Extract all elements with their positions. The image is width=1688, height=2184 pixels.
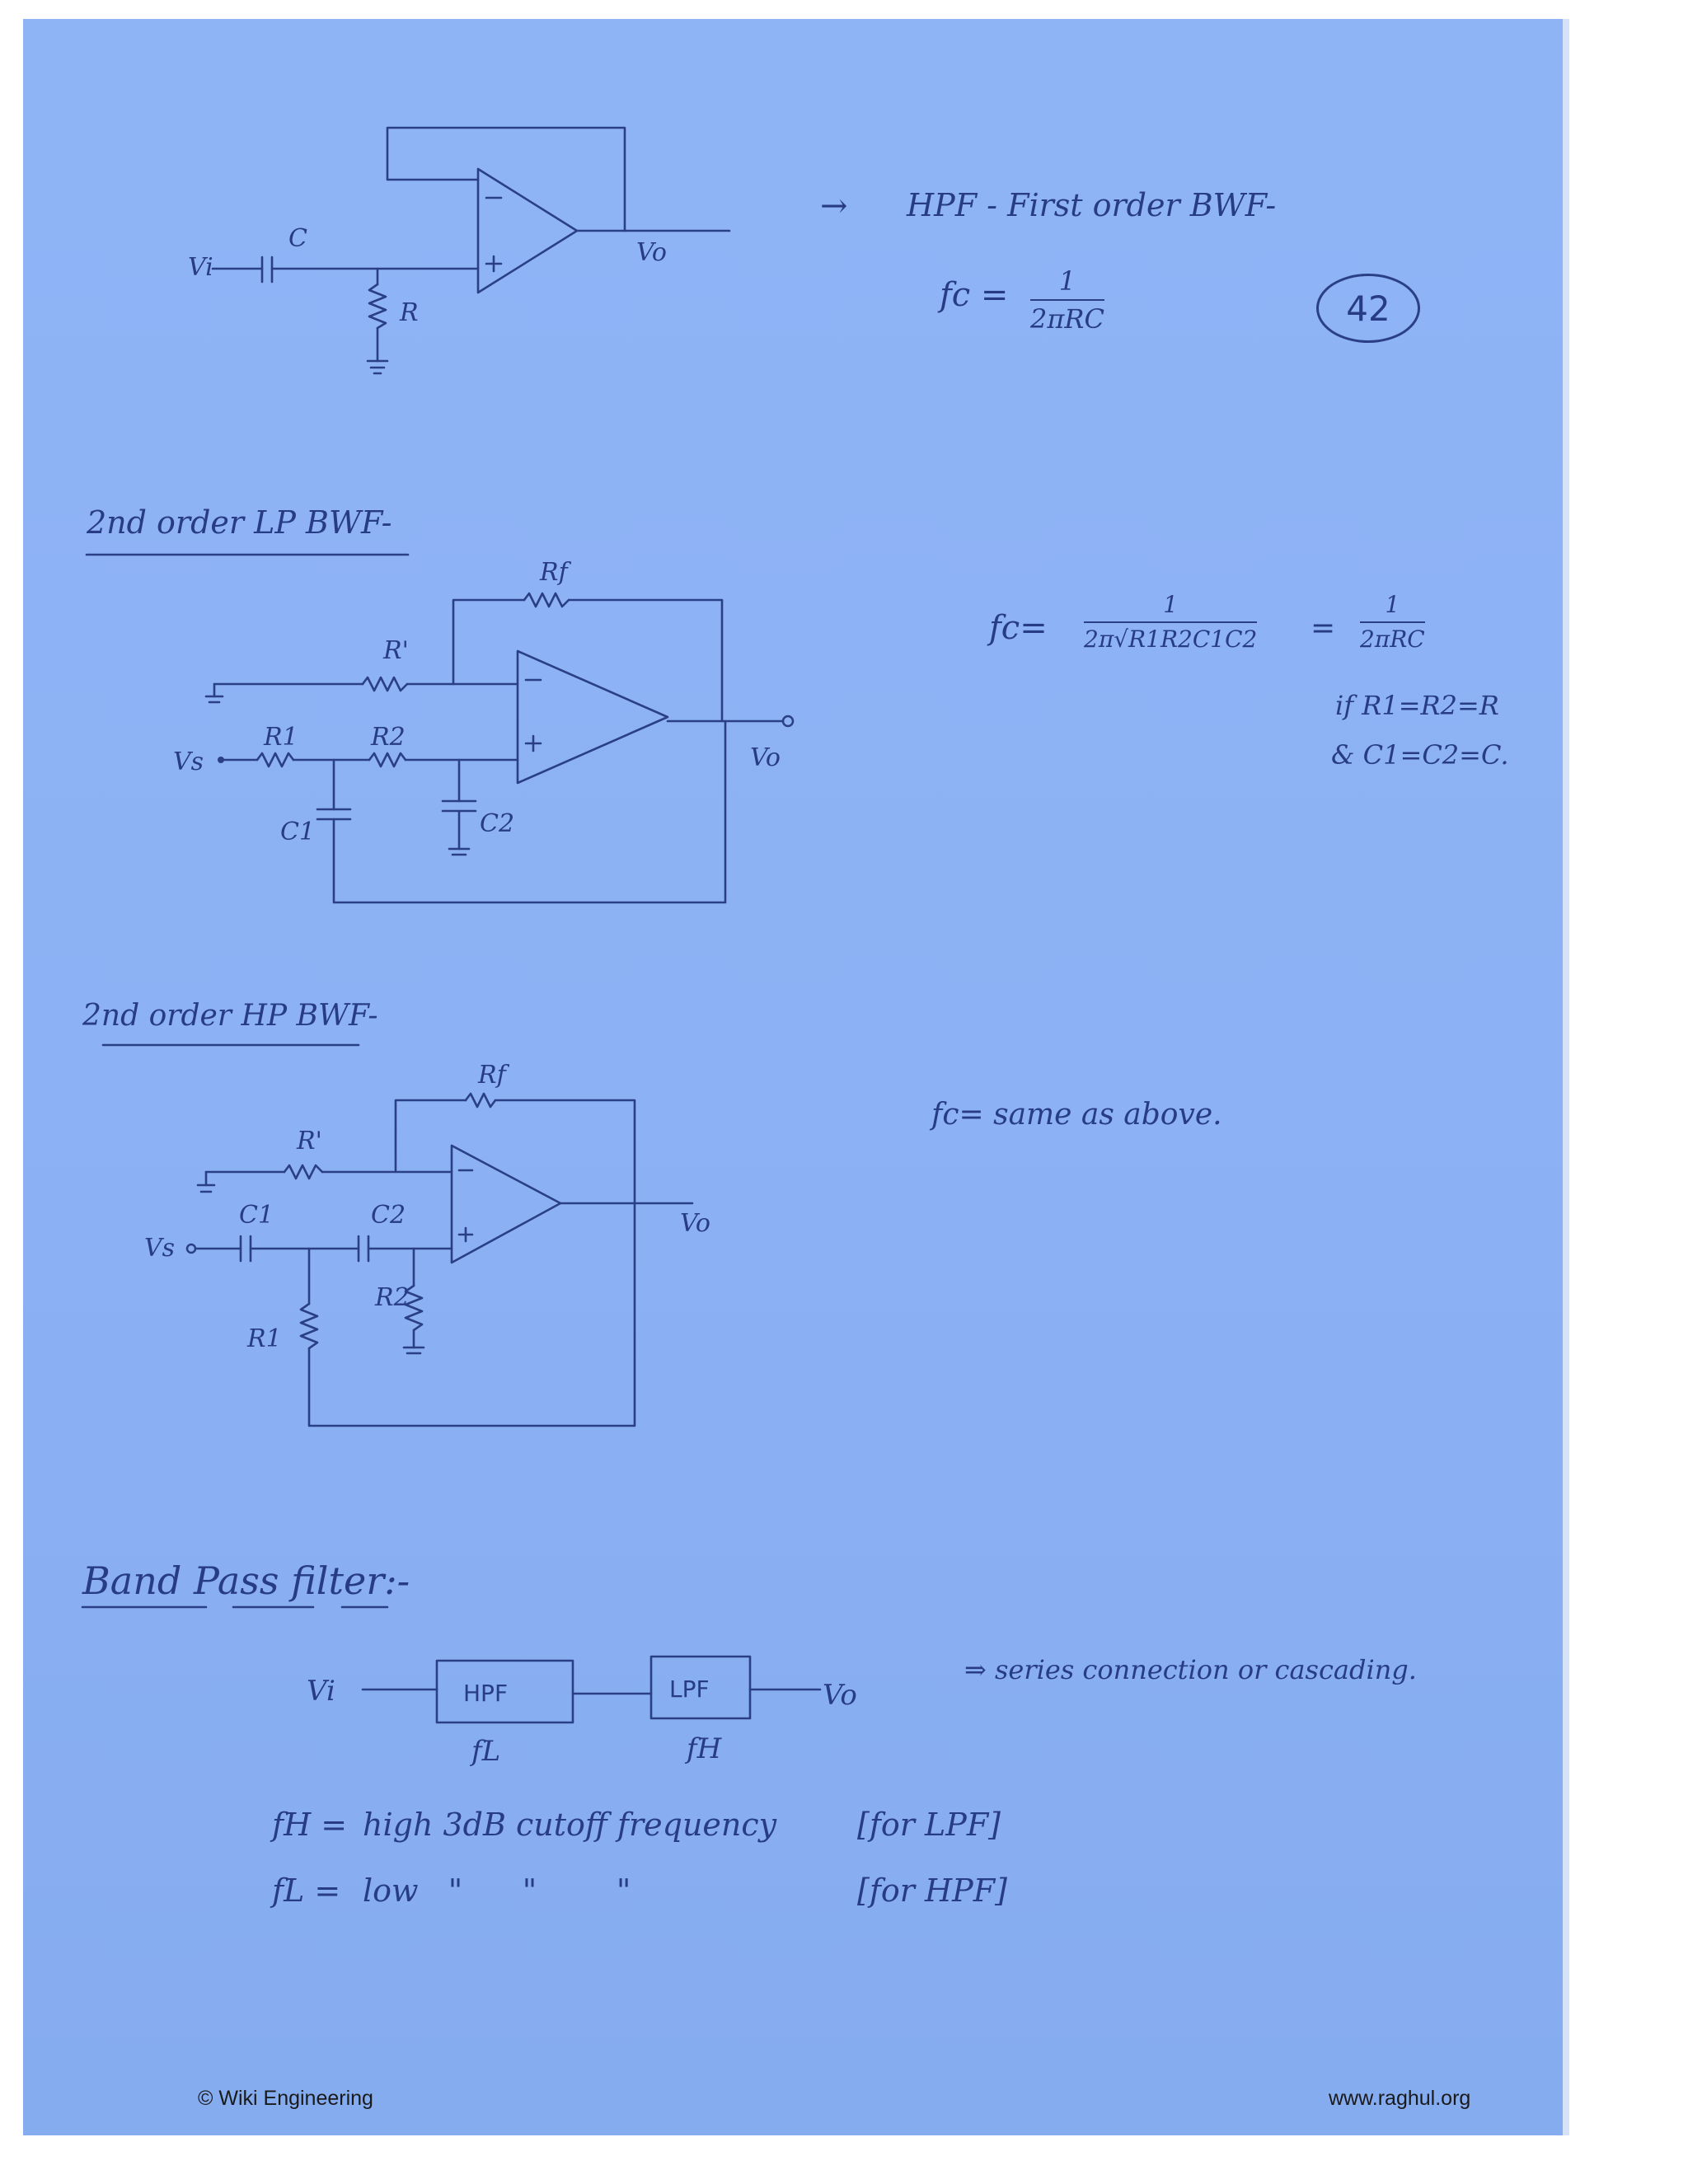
label-r2: R2 [371,723,406,752]
lp-formula-lhs: fc= [989,609,1048,647]
lp-bwf-second-order-circuit [204,592,795,904]
notebook-page [23,19,1563,2135]
page-number: 42 [1316,274,1420,343]
resistor-rf [464,1092,497,1108]
label-vs: Vs [173,748,204,776]
fraction-denominator: 2π√R1R2C1C2 [1084,626,1258,653]
fh-definition-bracket: [for LPF] [857,1807,1001,1843]
label-c1: C1 [280,818,316,846]
heading-word: Band [82,1558,182,1603]
hpf-formula-lhs: fc = [940,276,1009,314]
feedback-wire [386,126,731,232]
hp-formula: fc= same as above. [931,1098,1222,1132]
label-r1: R1 [247,1324,282,1353]
hp-bwf-second-order-circuit [185,1092,694,1427]
op-amp-symbol [476,167,579,294]
label-vo: Vo [680,1209,710,1238]
hpf-first-order-circuit [211,126,731,375]
hpf-cutoff-label: fL [471,1735,501,1768]
fl-definition-text: low " " " [363,1872,631,1909]
fraction-numerator: 1 [1385,591,1400,618]
band-pass-heading: Band Pass filter:- [82,1562,410,1600]
resistor-r1 [256,752,295,768]
lp-formula-fraction-2: 1 2πRC [1360,593,1425,651]
label-c2: C2 [480,809,515,838]
lp-bwf-heading: 2nd order LP BWF- [87,504,392,541]
lp-formula-equals: = [1311,612,1336,645]
heading-suffix: :- [384,1558,410,1603]
op-amp-symbol [450,1144,562,1264]
fraction-denominator: 2πRC [1360,626,1425,653]
resistor-symbol [368,283,387,330]
label-vs: Vs [144,1234,176,1263]
hp-bwf-heading: 2nd order HP BWF- [82,999,378,1033]
arrow-mark: → [820,187,848,225]
page-margin-strip [1563,19,1569,2135]
label-vi: Vi [307,1675,335,1708]
fraction-numerator: 1 [1163,591,1179,618]
hpf-block [435,1659,574,1724]
resistor-r1 [299,1302,319,1350]
fl-definition-bracket: [for HPF] [857,1872,1007,1909]
hpf-title: HPF - First order BWF- [907,187,1277,223]
label-c2: C2 [371,1201,406,1230]
resistor-r2 [404,1284,424,1332]
fh-definition-text: high 3dB cutoff frequency [363,1807,777,1843]
lp-condition-c: & C1=C2=C. [1331,739,1509,771]
label-c: C [288,224,307,253]
label-r2: R2 [375,1283,410,1312]
heading-word: Pass [193,1558,279,1603]
lp-condition-r: if R1=R2=R [1335,690,1499,721]
lp-formula-fraction: 1 2π√R1R2C1C2 [1084,591,1258,653]
label-vo: Vo [823,1679,857,1712]
band-pass-block-diagram [361,1655,822,1724]
label-vi: Vi [188,253,213,282]
hpf-block-label: HPF [463,1680,509,1707]
fl-definition-lhs: fL = [272,1872,341,1909]
label-r1: R1 [264,723,298,752]
op-amp-symbol [516,649,669,785]
resistor-rf [523,592,570,608]
label-rprime: R' [297,1127,322,1155]
label-vo: Vo [636,238,667,267]
label-c1: C1 [239,1201,274,1230]
fh-definition-lhs: fH = [272,1807,348,1843]
resistor-r2 [368,752,407,768]
label-rf: Rf [478,1061,506,1090]
lpf-block [649,1655,752,1720]
footer-copyright: © Wiki Engineering [198,2087,373,2110]
series-connection-note: ⇒ series connection or cascading. [964,1654,1417,1685]
resistor-rprime [361,676,409,692]
label-r: R [400,298,419,327]
hpf-formula-fraction: 1 2πRC [1030,268,1104,332]
heading-word: filter [291,1558,385,1603]
fraction-denominator: 2πRC [1030,303,1104,335]
label-vo: Vo [750,743,781,772]
footer-website: www.raghul.org [1329,2087,1471,2110]
lpf-block-label: LPF [669,1675,710,1703]
resistor-rprime [283,1164,324,1180]
label-rprime: R' [383,636,409,665]
label-rf: Rf [540,558,568,587]
lpf-cutoff-label: fH [687,1732,722,1765]
fraction-numerator: 1 [1058,265,1076,297]
